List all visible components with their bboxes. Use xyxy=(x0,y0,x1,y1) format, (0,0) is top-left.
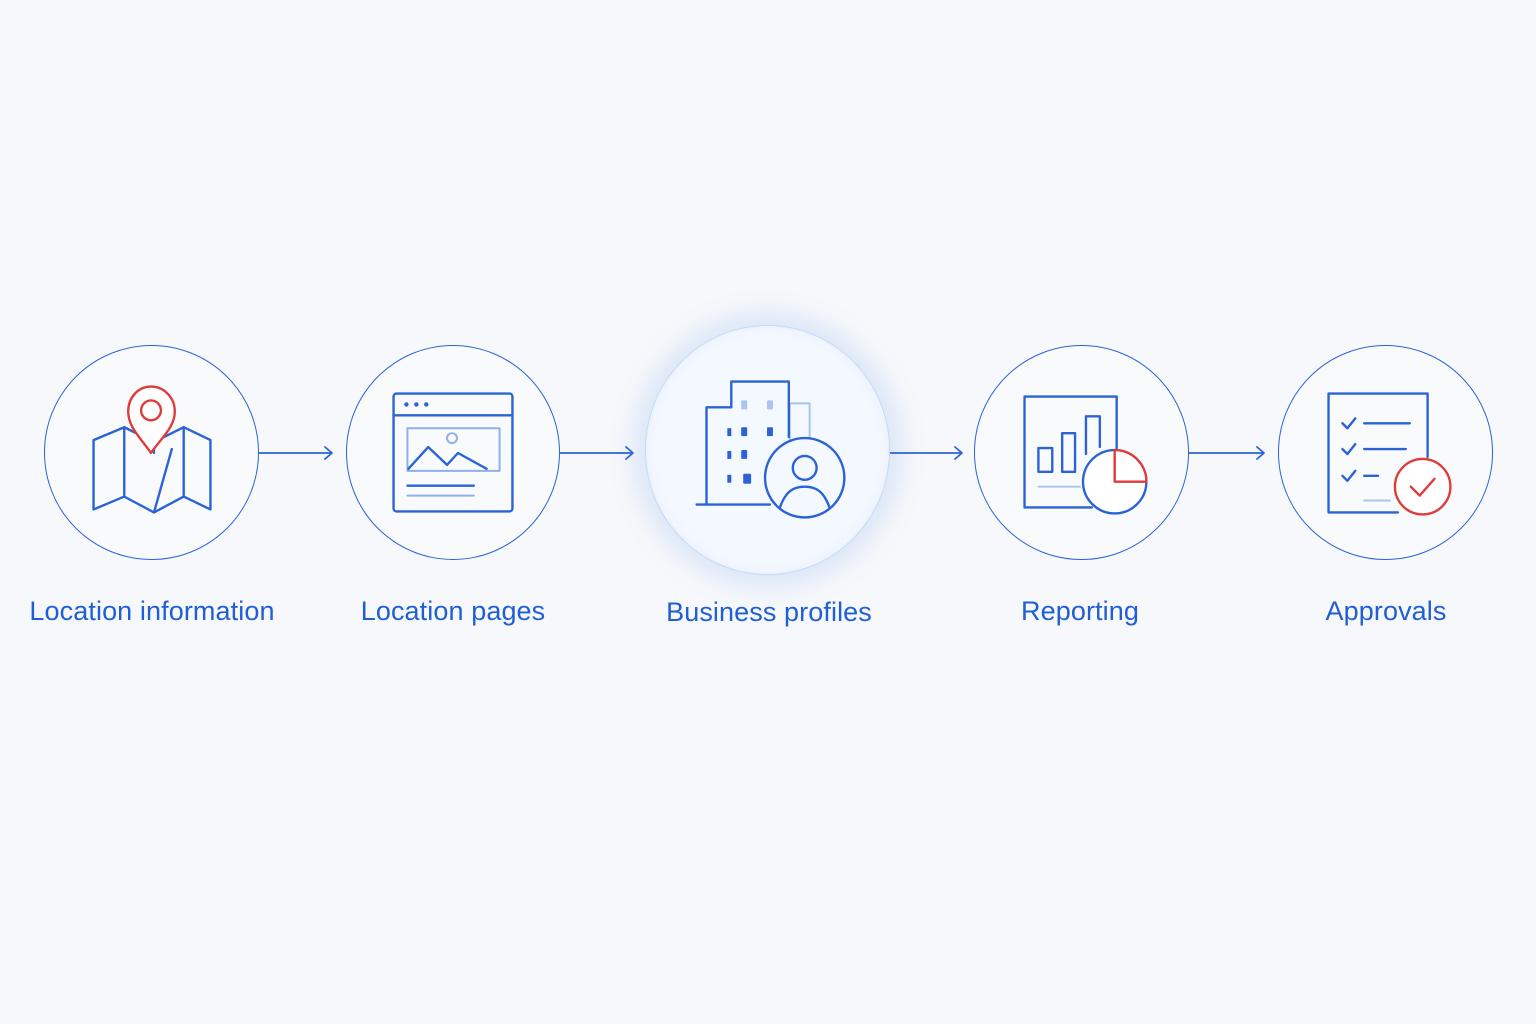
step-label: Location information xyxy=(29,596,275,626)
flow-arrow xyxy=(890,445,964,461)
arrow-right-icon xyxy=(1189,446,1265,460)
checklist-approval-icon xyxy=(1327,392,1452,516)
step-label: Approvals xyxy=(1325,596,1447,626)
step-reporting-node[interactable] xyxy=(974,345,1189,560)
flow-arrow xyxy=(560,445,635,461)
arrow-right-icon xyxy=(259,446,333,460)
step-label: Location pages xyxy=(360,596,546,626)
arrow-right-icon xyxy=(890,446,963,460)
step-business-profiles-node[interactable] xyxy=(645,325,890,575)
building-profile-icon xyxy=(695,380,846,519)
step-approvals-node[interactable] xyxy=(1278,345,1493,560)
step-label: Business profiles xyxy=(666,597,872,627)
report-chart-icon xyxy=(1023,395,1148,515)
arrow-right-icon xyxy=(560,446,634,460)
step-label: Reporting xyxy=(1021,596,1139,626)
flow-arrow xyxy=(1189,445,1266,461)
flow-arrow xyxy=(259,445,334,461)
step-location-information-node[interactable] xyxy=(44,345,259,560)
step-location-pages-node[interactable] xyxy=(346,345,560,560)
map-pin-icon xyxy=(92,385,212,514)
browser-page-icon xyxy=(392,392,514,513)
